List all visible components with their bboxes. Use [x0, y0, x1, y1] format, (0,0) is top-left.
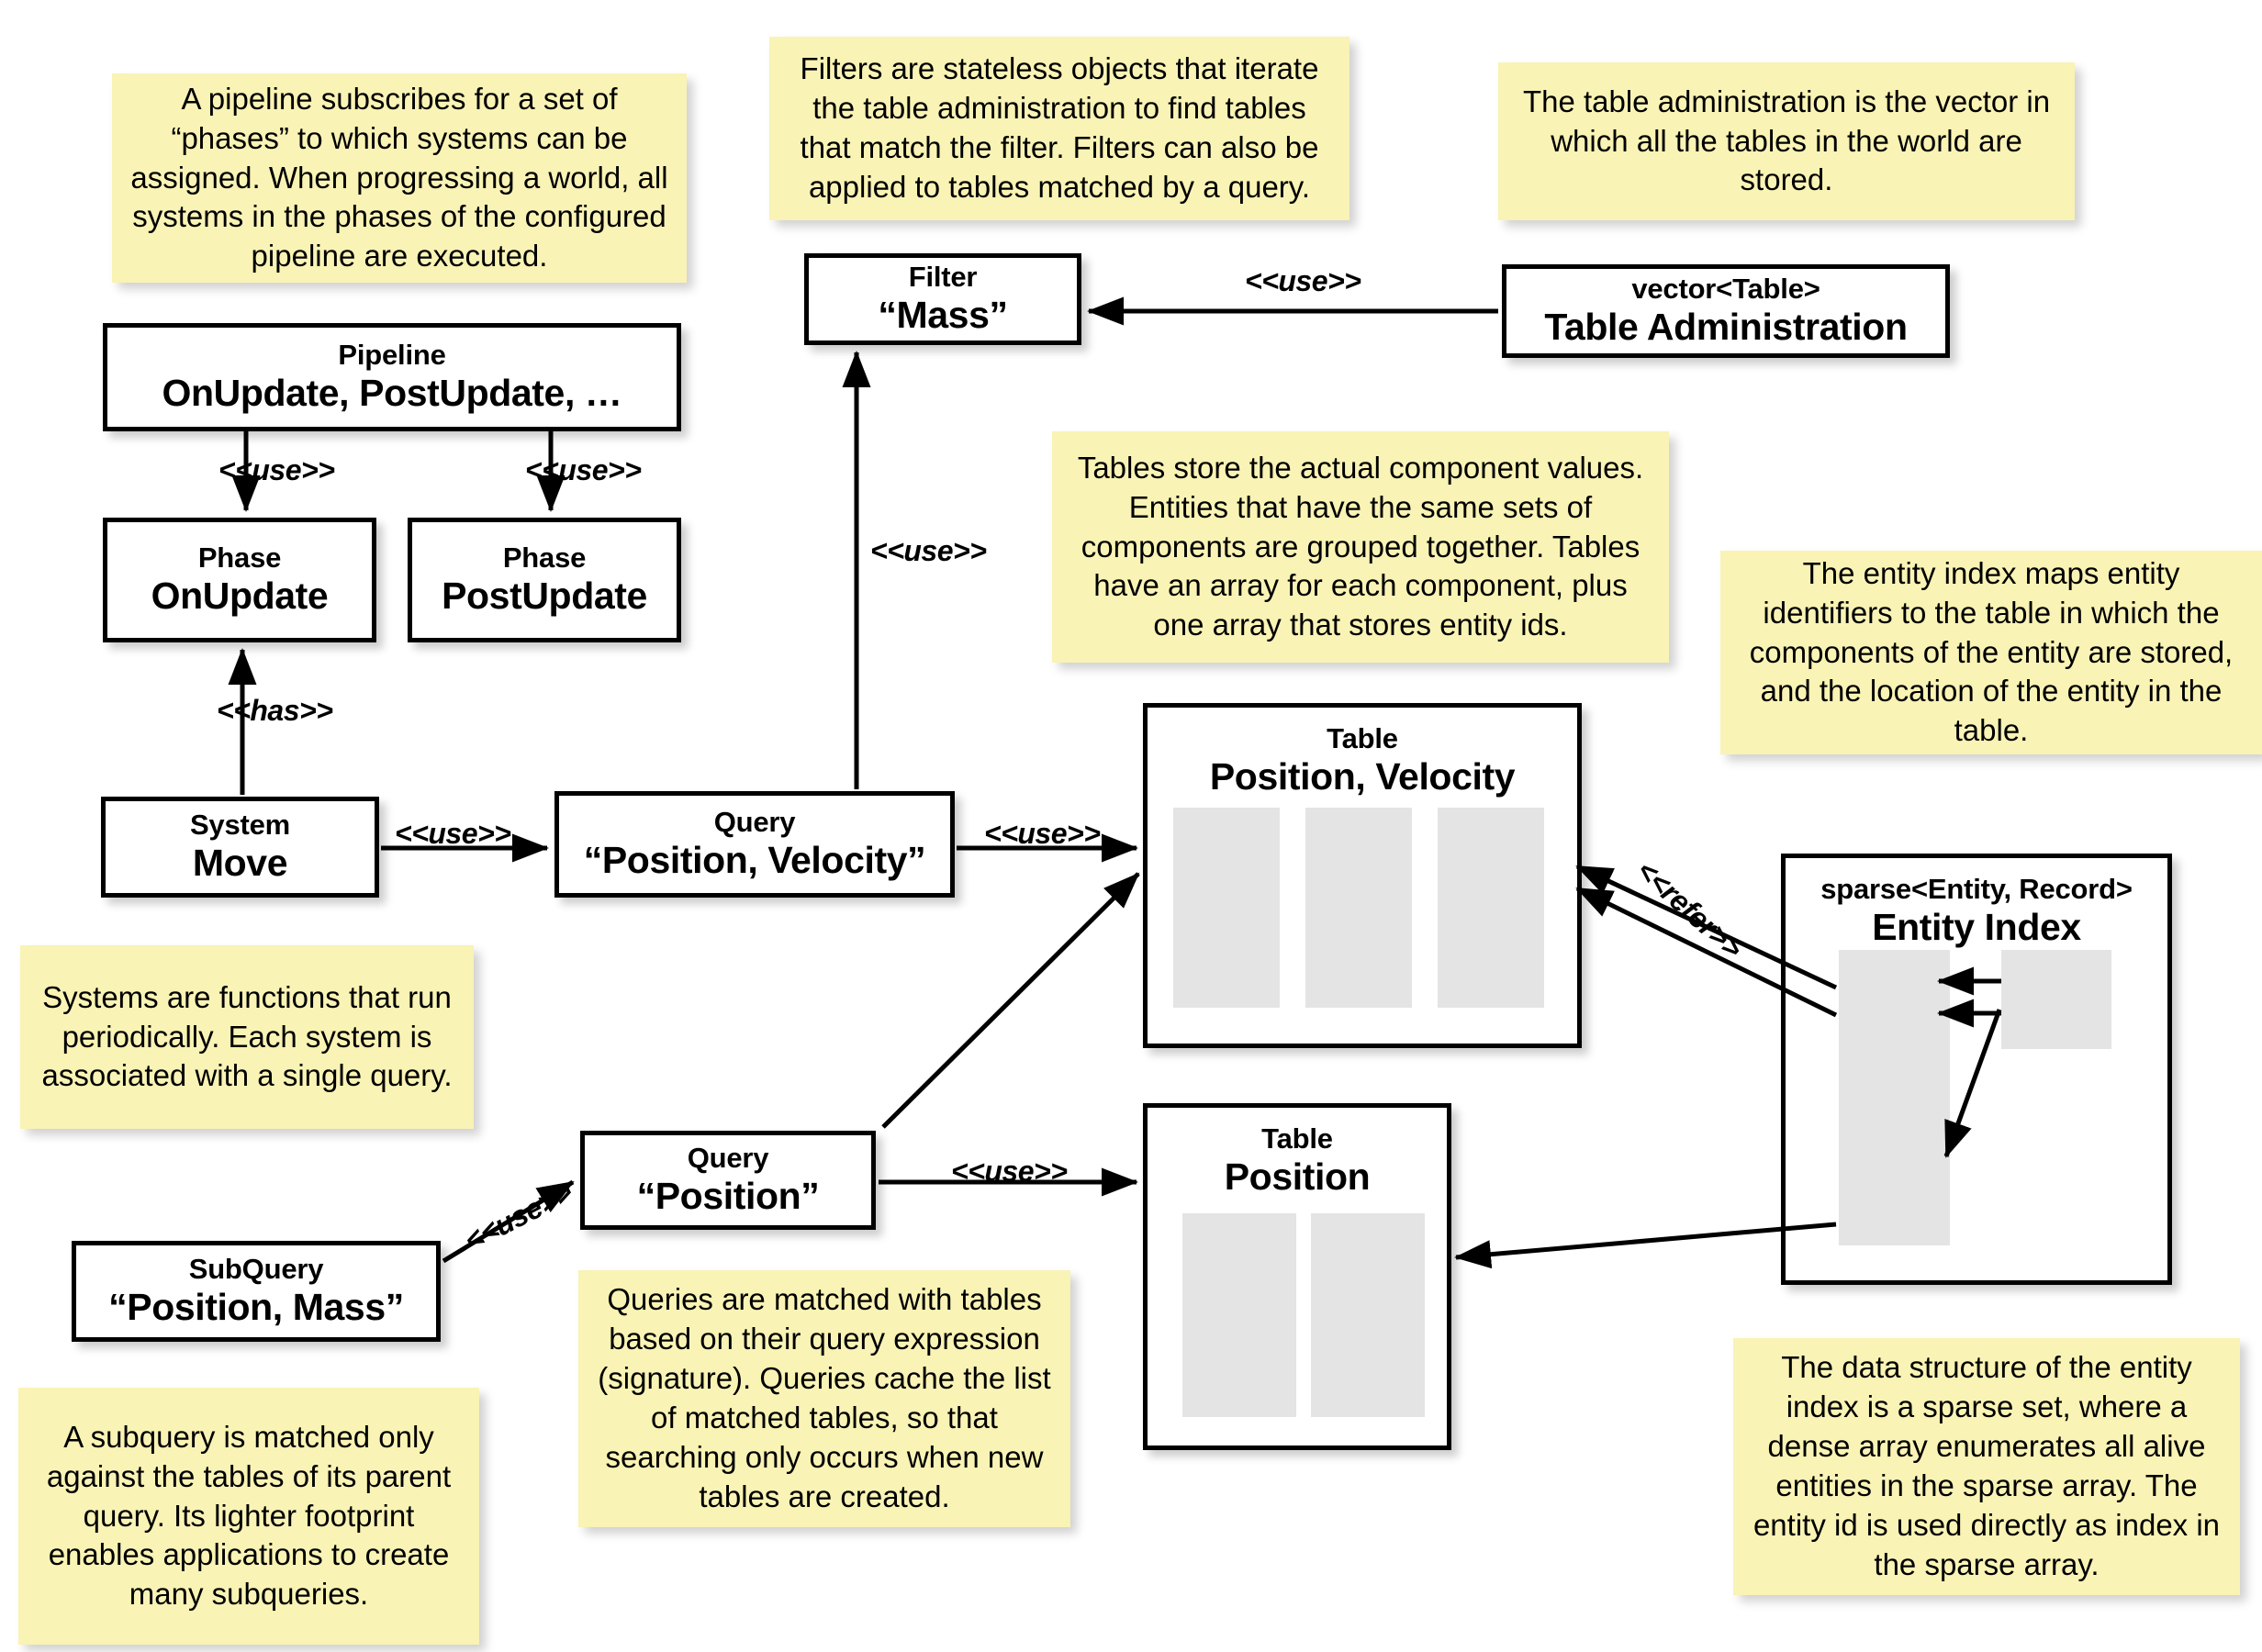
edge-label-system-uses-query: <<use>> [395, 817, 511, 850]
node-table-p-stereotype: Table [1261, 1122, 1333, 1155]
entity-index-dense-array [2001, 950, 2111, 1049]
node-system-move-name: Move [192, 841, 288, 884]
note-table: Tables store the actual component values… [1052, 431, 1669, 663]
node-filter-stereotype: Filter [908, 261, 978, 294]
node-table-administration[interactable]: vector<Table> Table Administration [1502, 264, 1950, 358]
node-query-position-velocity-stereotype: Query [713, 806, 796, 839]
node-table-p-name: Position [1224, 1155, 1371, 1198]
node-pipeline-name: OnUpdate, PostUpdate, … [162, 371, 622, 414]
node-phase-postupdate[interactable]: Phase PostUpdate [408, 518, 681, 642]
note-system: Systems are functions that run periodica… [20, 945, 474, 1129]
node-filter-name: “Mass” [878, 293, 1008, 336]
node-pipeline[interactable]: Pipeline OnUpdate, PostUpdate, … [103, 323, 681, 431]
node-query-position-velocity-name: “Position, Velocity” [583, 838, 926, 881]
node-phase-postupdate-stereotype: Phase [502, 541, 587, 575]
node-subquery-stereotype: SubQuery [188, 1253, 324, 1286]
note-table-admin: The table administration is the vector i… [1498, 62, 2075, 220]
node-query-position-name: “Position” [636, 1174, 820, 1217]
node-entity-index-stereotype: sparse<Entity, Record> [1820, 873, 2133, 905]
note-subquery: A subquery is matched only against the t… [18, 1388, 479, 1645]
node-system-move[interactable]: System Move [101, 797, 379, 898]
edge-label-admin-uses-filter: <<use>> [1245, 264, 1361, 297]
note-filter: Filters are stateless objects that itera… [769, 37, 1349, 220]
node-pipeline-stereotype: Pipeline [338, 339, 446, 372]
node-phase-onupdate-stereotype: Phase [197, 541, 282, 575]
node-system-move-stereotype: System [189, 809, 291, 842]
node-phase-onupdate[interactable]: Phase OnUpdate [103, 518, 376, 642]
note-query: Queries are matched with tables based on… [578, 1270, 1070, 1527]
node-table-admin-stereotype: vector<Table> [1631, 273, 1820, 306]
table-pv-column-1 [1173, 808, 1280, 1008]
node-query-position[interactable]: Query “Position” [580, 1131, 876, 1230]
edge-label-queryp-uses-table: <<use>> [951, 1155, 1068, 1188]
node-phase-postupdate-name: PostUpdate [442, 574, 647, 617]
arrow-index-refers-table-p [1454, 1222, 1837, 1269]
table-pv-column-2 [1305, 808, 1412, 1008]
node-query-position-velocity[interactable]: Query “Position, Velocity” [554, 791, 955, 898]
edge-label-pipeline-postupdate: <<use>> [525, 453, 642, 486]
edge-label-system-has-phase: <<has>> [217, 694, 333, 727]
node-entity-index-name: Entity Index [1872, 905, 2081, 948]
edge-label-index-refers-table: <<refer>> [1629, 854, 1750, 966]
table-p-column-1 [1182, 1213, 1296, 1417]
node-phase-onupdate-name: OnUpdate [151, 574, 329, 617]
node-subquery-position-mass[interactable]: SubQuery “Position, Mass” [72, 1241, 441, 1342]
node-table-pv-name: Position, Velocity [1209, 754, 1516, 798]
note-entity-index: The entity index maps entity identifiers… [1720, 551, 2262, 754]
arrow-queryp-uses-table-pv [881, 872, 1140, 1129]
table-p-column-2 [1311, 1213, 1425, 1417]
edge-label-pipeline-onupdate: <<use>> [218, 453, 335, 486]
edge-label-subquery-uses-query: <<use>> [459, 1175, 577, 1258]
edge-label-query-uses-table: <<use>> [984, 817, 1101, 850]
note-sparse-set: The data structure of the entity index i… [1733, 1338, 2240, 1595]
node-subquery-name: “Position, Mass” [108, 1285, 404, 1328]
table-pv-column-3 [1438, 808, 1544, 1008]
node-table-admin-name: Table Administration [1544, 305, 1908, 348]
edge-label-query-uses-filter: <<use>> [870, 534, 987, 567]
entity-index-sparse-array [1839, 950, 1950, 1245]
node-query-position-stereotype: Query [687, 1142, 769, 1175]
node-filter-mass[interactable]: Filter “Mass” [804, 253, 1081, 345]
node-table-pv-stereotype: Table [1327, 722, 1398, 754]
note-pipeline: A pipeline subscribes for a set of “phas… [112, 73, 687, 283]
